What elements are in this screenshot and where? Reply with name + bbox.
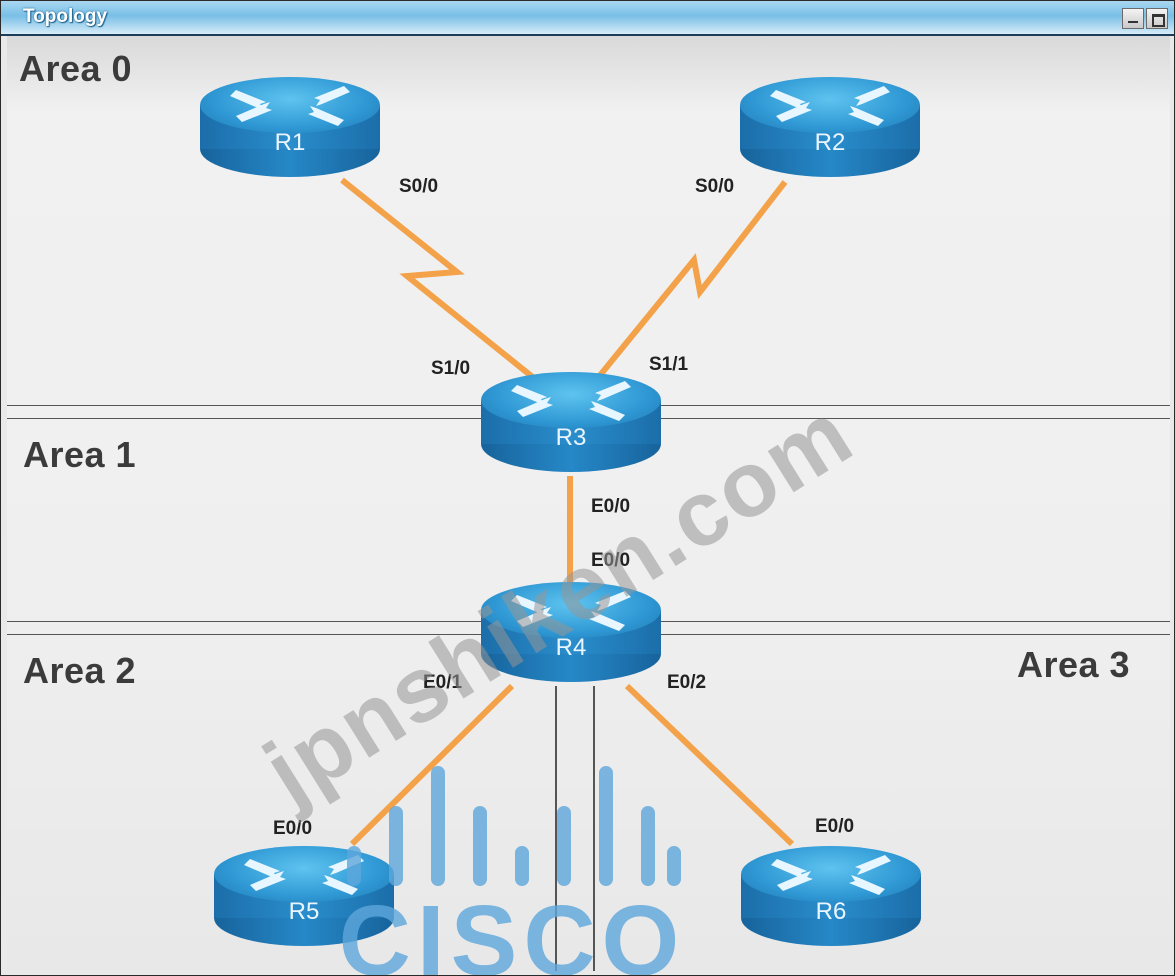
router-arrows-icon xyxy=(511,591,631,631)
area-3-label: Area 3 xyxy=(1017,644,1131,685)
window-controls xyxy=(1122,8,1168,29)
r4-e0-2-label: E0/2 xyxy=(667,672,707,693)
link-r2-r3 xyxy=(594,180,788,381)
r5-e0-0-label: E0/0 xyxy=(273,818,313,839)
r3-s1-1-label: S1/1 xyxy=(649,354,689,375)
r2-s0-0-label: S0/0 xyxy=(695,176,735,197)
r3-s1-0-label: S1/0 xyxy=(431,358,471,379)
router-r1[interactable]: R1 xyxy=(200,77,380,177)
router-arrows-icon xyxy=(511,381,631,421)
area-0-label: Area 0 xyxy=(19,48,133,89)
area-divider-2-3-left xyxy=(555,686,557,971)
router-r4-label: R4 xyxy=(555,634,587,661)
r3-e0-0-label: E0/0 xyxy=(591,496,631,517)
router-r5-label: R5 xyxy=(288,898,320,925)
r6-e0-0-label: E0/0 xyxy=(815,816,855,837)
router-arrows-icon xyxy=(771,855,891,895)
window-title: Topology xyxy=(23,6,108,27)
r1-s0-0-label: S0/0 xyxy=(399,176,439,197)
router-arrows-icon xyxy=(770,86,890,126)
router-r1-label: R1 xyxy=(274,129,306,156)
router-arrows-icon xyxy=(230,86,350,126)
cisco-logo: CISCO xyxy=(337,766,687,976)
router-r2-label: R2 xyxy=(814,129,846,156)
area-2-label: Area 2 xyxy=(23,650,137,691)
router-r3[interactable]: R3 xyxy=(481,372,661,472)
r4-e0-0-label: E0/0 xyxy=(591,550,631,571)
maximize-button[interactable] xyxy=(1146,8,1168,29)
area-divider-2-3-right xyxy=(593,686,595,971)
title-bar: Topology xyxy=(1,1,1174,36)
cisco-wordmark: CISCO xyxy=(338,885,686,976)
router-r6-label: R6 xyxy=(815,898,847,925)
router-r2[interactable]: R2 xyxy=(740,77,920,177)
link-r4-r6 xyxy=(624,683,795,847)
topology-canvas: Area 0 Area 1 Area 2 Area 3 S0/0 S0/0 S1… xyxy=(7,36,1170,975)
links-layer xyxy=(340,177,795,847)
link-r4-r5 xyxy=(349,683,515,847)
router-r5[interactable]: R5 xyxy=(214,846,394,946)
cisco-bars-icon xyxy=(347,766,681,886)
link-r1-r3 xyxy=(340,177,537,382)
router-r6[interactable]: R6 xyxy=(741,846,921,946)
router-r4[interactable]: R4 xyxy=(481,582,661,682)
router-r3-label: R3 xyxy=(555,424,587,451)
area-1-label: Area 1 xyxy=(23,434,137,475)
minimize-button[interactable] xyxy=(1122,8,1144,29)
r4-e0-1-label: E0/1 xyxy=(423,672,463,693)
